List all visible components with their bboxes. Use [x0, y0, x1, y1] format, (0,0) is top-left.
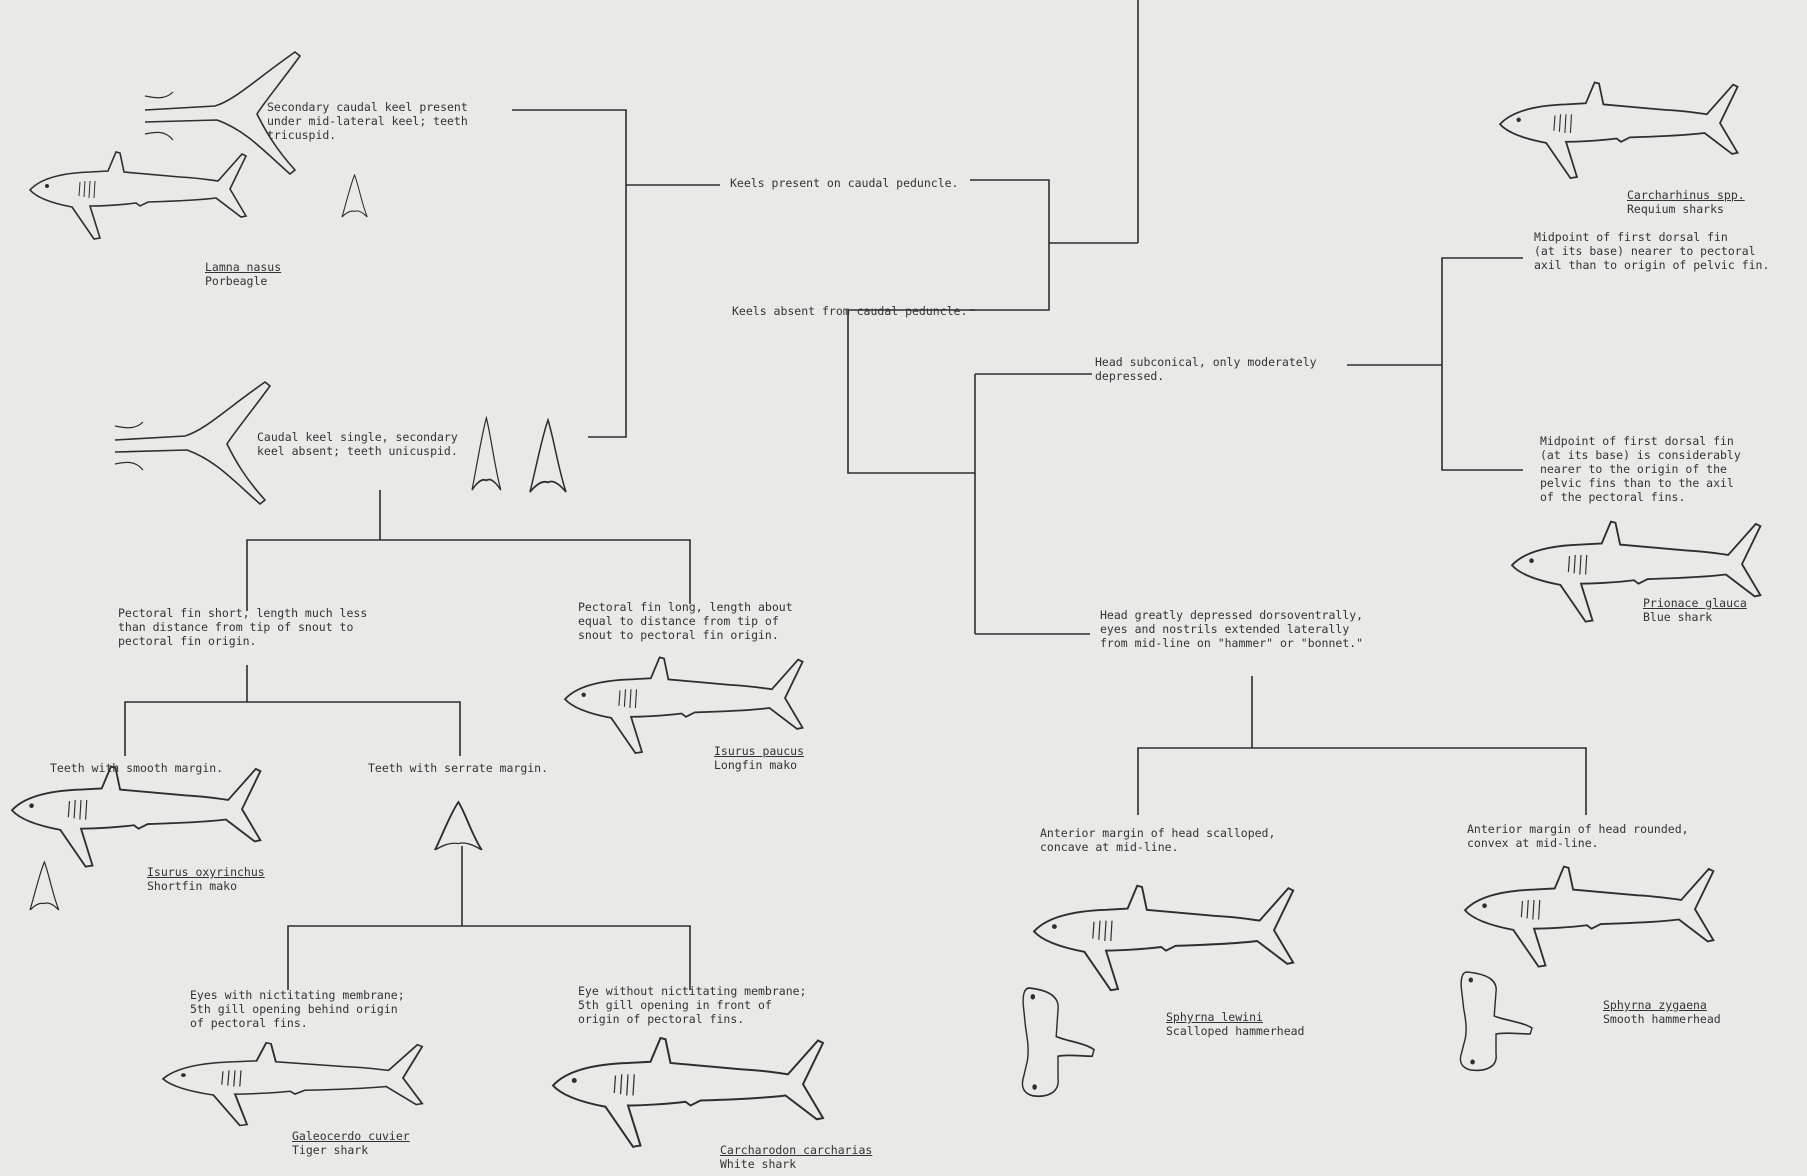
- bracket-lines: [125, 0, 1586, 990]
- mako-tooth-illustration: [472, 418, 501, 490]
- couplet-dorsal-near-pectoral: Midpoint of first dorsal fin (at its bas…: [1534, 230, 1769, 272]
- caption-longfin-mako: Isurus paucus Longfin mako: [714, 744, 804, 772]
- scalloped-hammerhead-illustration: [1034, 886, 1293, 990]
- couplet-head-subconical: Head subconical, only moderately depress…: [1095, 355, 1317, 383]
- tiger-shark-scientific-name: Galeocerdo cuvier: [292, 1129, 410, 1143]
- white-shark-common-name: White shark: [720, 1157, 872, 1171]
- white-shark-scientific-name: Carcharodon carcharias: [720, 1143, 872, 1157]
- scalloped-hammerhead-common-name: Scalloped hammerhead: [1166, 1024, 1304, 1038]
- single-keel-tail-illustration: [115, 382, 270, 504]
- blue-shark-common-name: Blue shark: [1643, 610, 1747, 624]
- scalloped-hammer-head-illustration: [1022, 988, 1094, 1096]
- porbeagle-common-name: Porbeagle: [205, 274, 281, 288]
- shortfin-mako-illustration: [12, 767, 260, 867]
- smooth-hammerhead-illustration: [1465, 867, 1713, 967]
- serrate-tooth-illustration: [435, 802, 482, 850]
- shortfin-mako-tooth-illustration: [30, 862, 59, 910]
- couplet-keel-single: Caudal keel single, secondary keel absen…: [257, 430, 458, 458]
- couplet-keels-present: Keels present on caudal peduncle.: [730, 176, 958, 190]
- caption-requiem-sharks: Carcharhinus spp. Requium sharks: [1627, 188, 1745, 216]
- longfin-mako-illustration: [565, 657, 803, 753]
- porbeagle-scientific-name: Lamna nasus: [205, 260, 281, 274]
- caption-porbeagle: Lamna nasus Porbeagle: [205, 260, 281, 288]
- couplet-pectoral-short: Pectoral fin short, length much less tha…: [118, 606, 367, 648]
- shortfin-mako-scientific-name: Isurus oxyrinchus: [147, 865, 265, 879]
- couplet-dorsal-near-pelvic: Midpoint of first dorsal fin (at its bas…: [1540, 434, 1741, 504]
- scalloped-hammerhead-scientific-name: Sphyrna lewini: [1166, 1010, 1304, 1024]
- couplet-head-depressed: Head greatly depressed dorsoventrally, e…: [1100, 608, 1363, 650]
- caption-tiger-shark: Galeocerdo cuvier Tiger shark: [292, 1129, 410, 1157]
- requiem-shark-illustration: [1500, 82, 1738, 178]
- smooth-hammer-head-illustration: [1460, 972, 1532, 1070]
- tiger-shark-common-name: Tiger shark: [292, 1143, 410, 1157]
- requiem-sharks-scientific-name: Carcharhinus spp.: [1627, 188, 1745, 202]
- blue-shark-scientific-name: Prionace glauca: [1643, 596, 1747, 610]
- smooth-hammerhead-scientific-name: Sphyrna zygaena: [1603, 998, 1721, 1012]
- couplet-teeth-smooth: Teeth with smooth margin.: [50, 761, 223, 775]
- white-tooth-outline-illustration: [530, 420, 566, 492]
- tiger-shark-illustration: [163, 1043, 422, 1126]
- couplet-pectoral-long: Pectoral fin long, length about equal to…: [578, 600, 793, 642]
- caption-shortfin-mako: Isurus oxyrinchus Shortfin mako: [147, 865, 265, 893]
- caption-scalloped-hammerhead: Sphyrna lewini Scalloped hammerhead: [1166, 1010, 1304, 1038]
- shortfin-mako-common-name: Shortfin mako: [147, 879, 265, 893]
- couplet-head-rounded: Anterior margin of head rounded, convex …: [1467, 822, 1689, 850]
- white-shark-illustration: [553, 1038, 823, 1147]
- couplet-eyes-nictitating: Eyes with nictitating membrane; 5th gill…: [190, 988, 405, 1030]
- couplet-keels-absent: Keels absent from caudal peduncle.: [732, 304, 967, 318]
- caption-smooth-hammerhead: Sphyrna zygaena Smooth hammerhead: [1603, 998, 1721, 1026]
- porbeagle-tooth-illustration: [342, 175, 367, 217]
- longfin-mako-scientific-name: Isurus paucus: [714, 744, 804, 758]
- smooth-hammerhead-common-name: Smooth hammerhead: [1603, 1012, 1721, 1026]
- couplet-eye-no-nictitating: Eye without nictitating membrane; 5th gi…: [578, 984, 806, 1026]
- couplet-teeth-serrate: Teeth with serrate margin.: [368, 761, 548, 775]
- longfin-mako-common-name: Longfin mako: [714, 758, 804, 772]
- porbeagle-shark-illustration: [30, 152, 246, 239]
- couplet-secondary-keel: Secondary caudal keel present under mid-…: [267, 100, 468, 142]
- requiem-sharks-common-name: Requium sharks: [1627, 202, 1745, 216]
- caption-white-shark: Carcharodon carcharias White shark: [720, 1143, 872, 1171]
- caption-blue-shark: Prionace glauca Blue shark: [1643, 596, 1747, 624]
- illustrations: [12, 52, 1760, 1147]
- couplet-head-scalloped: Anterior margin of head scalloped, conca…: [1040, 826, 1275, 854]
